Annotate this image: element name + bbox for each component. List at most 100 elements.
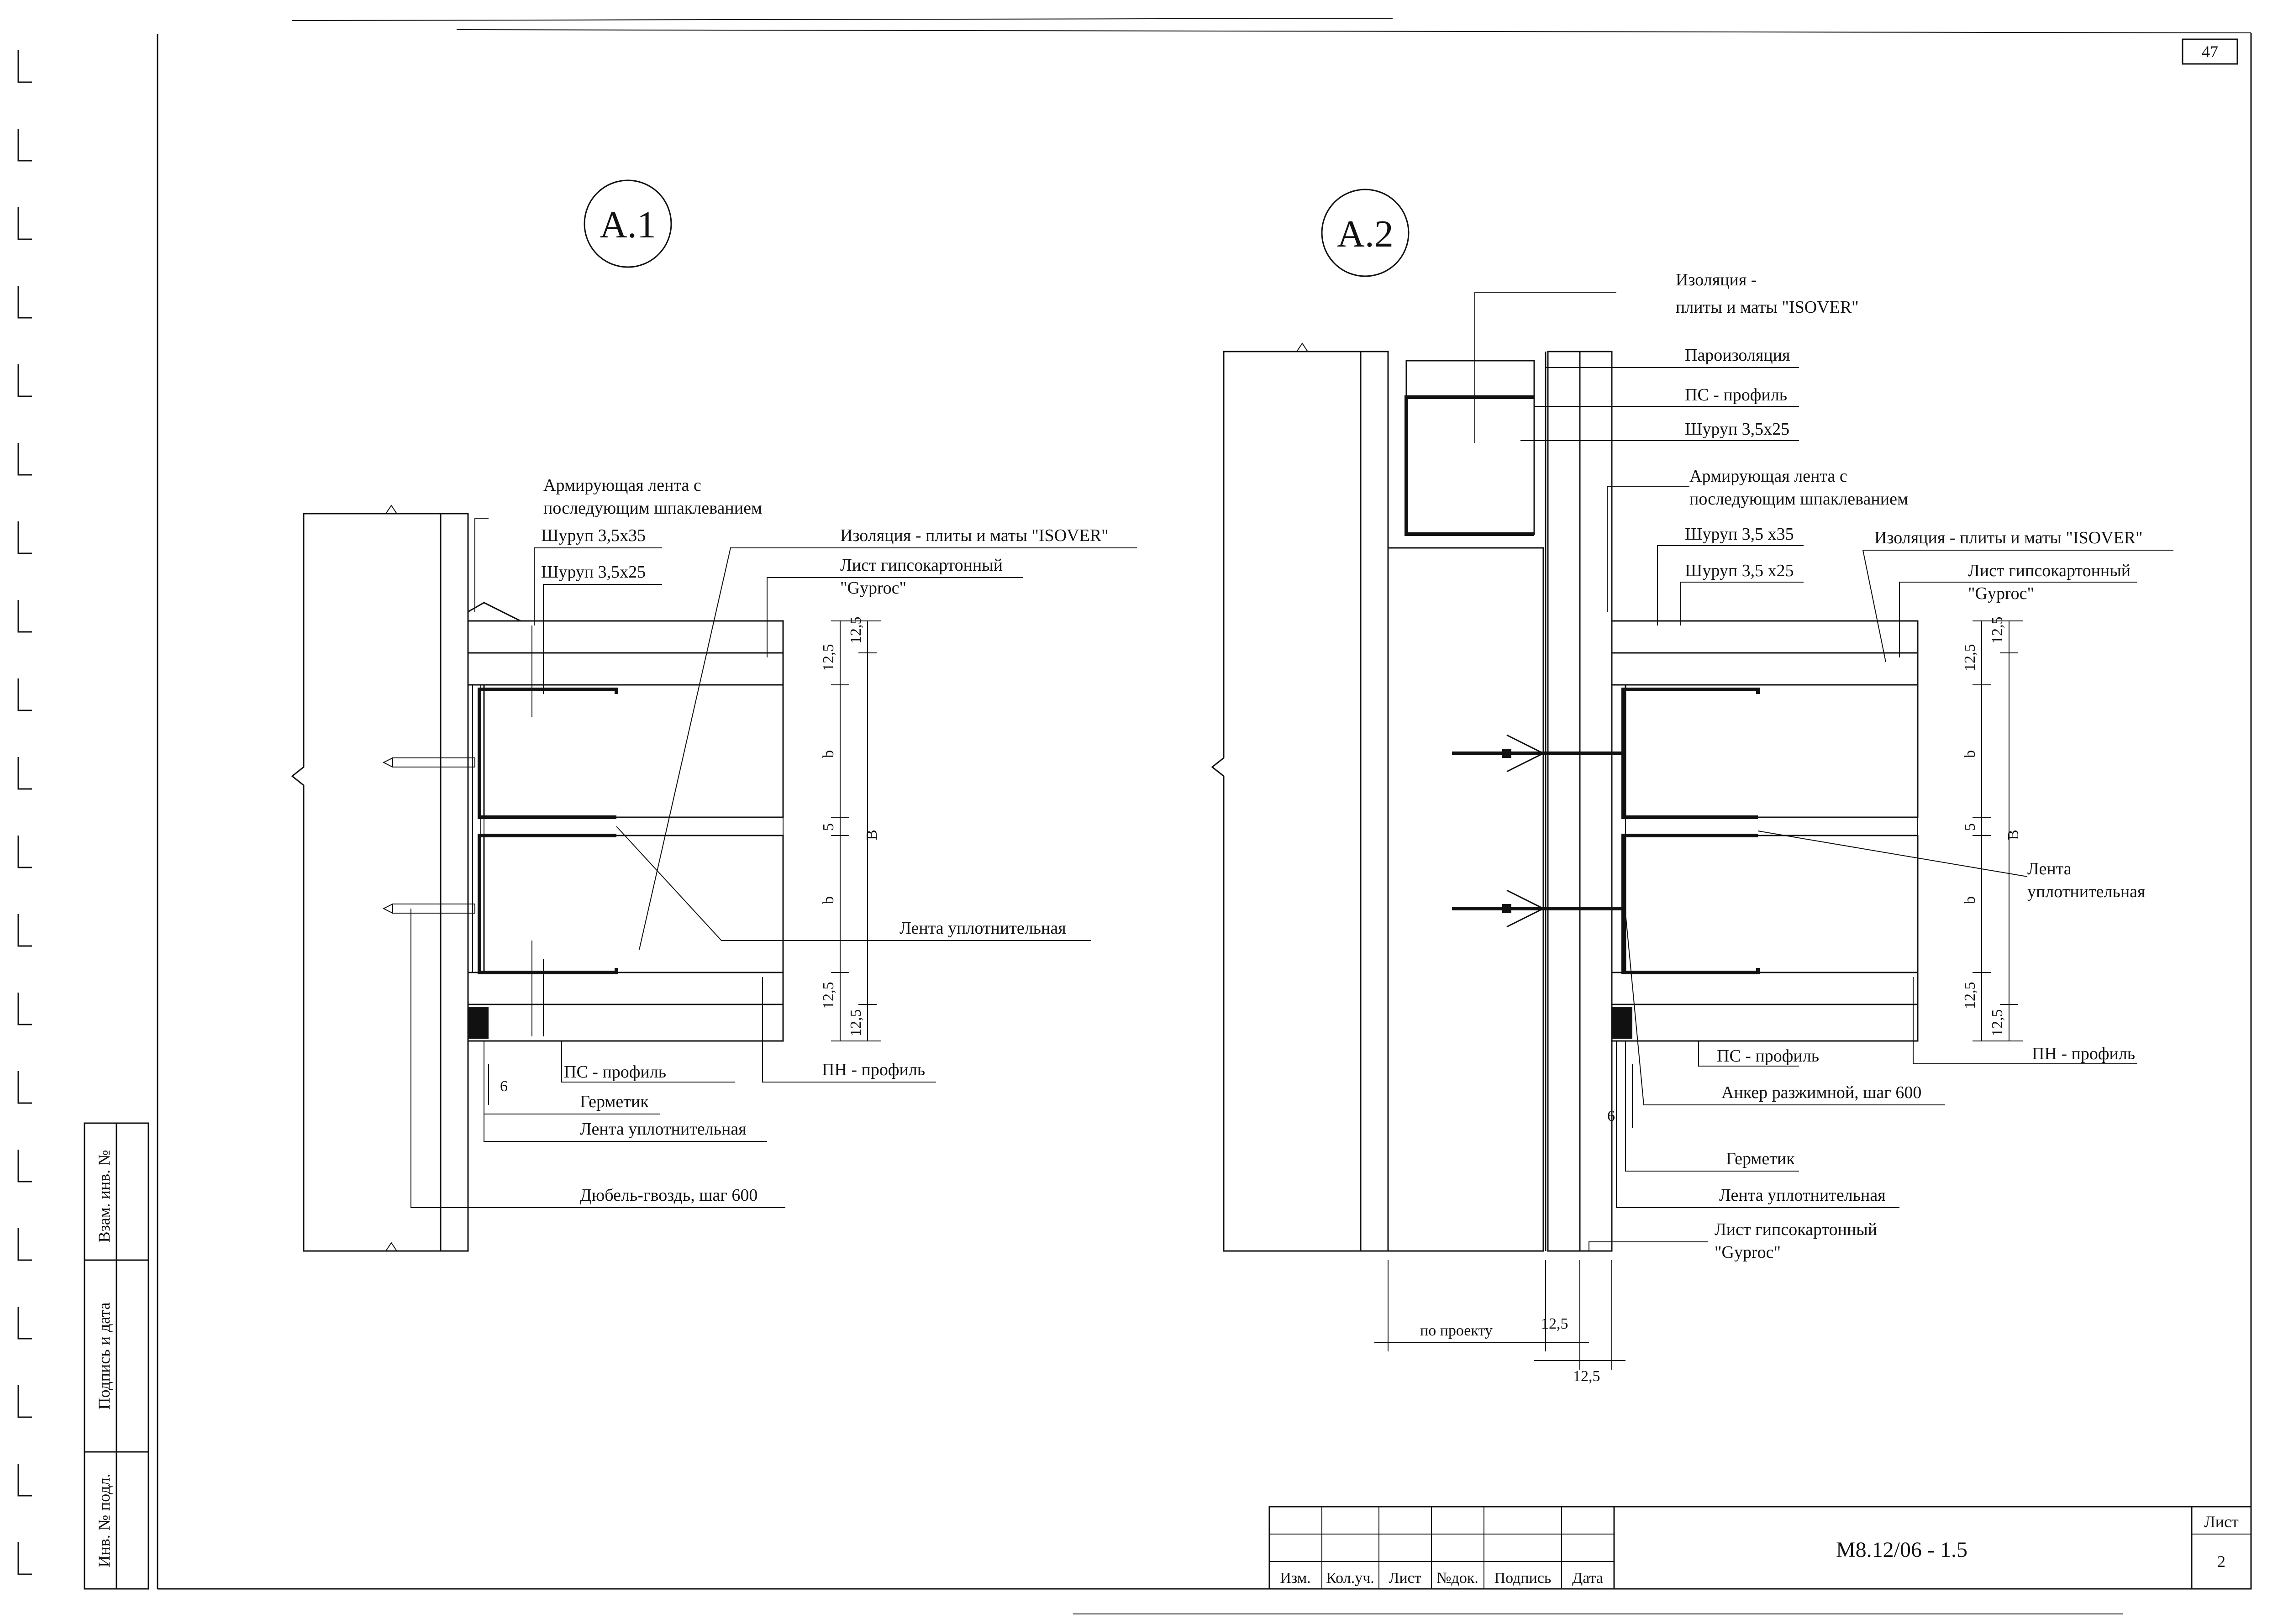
a1-dim-bottom-outer: 12,5 [847, 1009, 864, 1037]
detail-a1: А.1 [291, 179, 1137, 1252]
a2-label-ps-profile: ПС - профиль [1717, 1046, 1819, 1066]
a1-leader-ps-profile [561, 1041, 735, 1083]
a2-dim-bottom-outer: 12,5 [1989, 1009, 2006, 1037]
a2-label-tape-1: Армирующая лента с [1689, 467, 1847, 486]
a1-label-gypsum-2: "Gyproc" [840, 578, 906, 598]
binding-mark [17, 600, 32, 633]
a2-label-pn-profile: ПН - профиль [2032, 1044, 2135, 1063]
a1-leader-insulation [639, 547, 1137, 950]
a1-label-sealant: Герметик [580, 1092, 649, 1111]
a2-middle-strip [1625, 817, 1918, 836]
a2-leader-sealant [1625, 1041, 1799, 1172]
a2-dim-bottom-inner: 12,5 [1962, 982, 1978, 1009]
a1-leader-dowel [410, 909, 785, 1208]
a1-middle-strip [484, 817, 784, 836]
a2-label-sealing-bottom: Лента уплотнительная [1719, 1186, 1886, 1205]
a1-leader-screw25 [543, 584, 662, 625]
a2-leader-sealing-bottom [1616, 1041, 1899, 1208]
a1-insulation-upper [483, 684, 784, 818]
a1-label-screw25: Шуруп 3,5х25 [541, 562, 646, 582]
binding-mark [17, 757, 32, 790]
a1-dowel-upper [382, 757, 475, 767]
a1-masonry-wall [291, 513, 442, 1252]
binding-mark [17, 1307, 32, 1340]
a1-break-mark-top [385, 505, 397, 514]
binding-mark [17, 836, 32, 868]
a2-label-sealant: Герметик [1726, 1149, 1795, 1168]
stamp-col-data: Дата [1572, 1570, 1603, 1587]
a2-gypsum-bottom-outer [1611, 1004, 1919, 1042]
a2-gypsum-bottom-inner [1611, 972, 1919, 1005]
binding-marks [17, 50, 32, 1575]
side-field-block: Взам. инв. № Подпись и дата Инв. № подл. [84, 1122, 149, 1590]
page-number-box [2182, 38, 2238, 65]
a1-label-sealing-tape: Лента уплотнительная [900, 919, 1066, 938]
a2-leader-gypsum [1899, 582, 2137, 657]
a1-ps-profile-lower [478, 834, 618, 974]
detail-a2: А.2 [1211, 189, 2173, 1385]
stamp-col-podpis: Подпись [1494, 1570, 1552, 1587]
a2-leader-tape [1607, 486, 1689, 612]
sheet-label: Лист [2204, 1513, 2239, 1531]
page-number: 47 [2202, 42, 2218, 61]
a1-dim-b-lower: b [820, 896, 837, 904]
binding-mark [17, 443, 32, 476]
a1-insulation-lower [483, 835, 784, 973]
stamp-col-kolych: Кол.уч. [1326, 1570, 1374, 1587]
a1-label-insulation: Изоляция - плиты и маты "ISOVER" [840, 526, 1109, 545]
a2-lining-gypsum-2 [1579, 351, 1613, 1252]
a1-sealant-block [468, 1007, 489, 1039]
a2-label-tape-2: последующим шпаклеванием [1689, 489, 1908, 509]
a2-top-insulation [1405, 360, 1535, 535]
a1-gypsum-bottom-outer [467, 1004, 784, 1042]
sheet-number: 2 [2217, 1552, 2225, 1571]
a2-label-gypsum-b-2: "Gyproc" [1715, 1243, 1781, 1262]
a2-break-mark-top [1296, 342, 1308, 352]
binding-mark [17, 286, 32, 319]
a2-anchor-lower [1452, 889, 1625, 928]
a1-pn-profile [472, 684, 481, 973]
a2-dim-top-outer: 12,5 [1989, 617, 2006, 644]
binding-mark [17, 914, 32, 947]
a2-label-insulation-top-1: Изоляция - [1676, 270, 1757, 289]
a2-gypsum-top-outer [1611, 620, 1919, 654]
a2-dim-six: 6 [1607, 1108, 1615, 1125]
a2-label-anchor: Анкер разжимной, шаг 600 [1721, 1083, 1921, 1102]
a2-leader-screw25 [1680, 582, 1804, 625]
a2-leader-ps-profile [1698, 1041, 1799, 1067]
a1-title-circle [584, 179, 672, 268]
a1-dim-five: 5 [820, 823, 837, 831]
a2-dim-b-lower: b [1962, 896, 1978, 904]
title-block-frame [1268, 1506, 2252, 1590]
a1-dowel-lower [382, 904, 475, 914]
a2-leader-screw35 [1657, 545, 1804, 625]
a2-ps-profile-upper [1621, 688, 1760, 819]
stamp-col-izm: Изм. [1280, 1570, 1311, 1587]
a1-leader-sealing-tape [616, 826, 1091, 941]
a1-leader-sealing-bottom [484, 1041, 767, 1142]
a2-bottom-dimension: по проекту 12,5 12,5 [1374, 1260, 1625, 1385]
a2-dim-five: 5 [1962, 823, 1978, 831]
a1-label-dowel: Дюбель-гвоздь, шаг 600 [580, 1186, 757, 1205]
a2-label-screw35: Шуруп 3,5 х35 [1685, 525, 1794, 544]
a1-leader-pn-profile [762, 977, 936, 1083]
a1-ps-profile-upper [478, 688, 618, 819]
a2-ps-profile-lower [1621, 834, 1760, 974]
a2-leader-insulation-top [1474, 292, 1616, 443]
a2-label-insulation: Изоляция - плиты и маты "ISOVER" [1874, 528, 2143, 547]
a1-gypsum-top-outer [467, 620, 784, 654]
a1-label-tape-1: Армирующая лента с [543, 476, 701, 495]
a2-label-gypsum-2: "Gyproc" [1968, 584, 2034, 603]
a2-sealant-block [1612, 1007, 1632, 1039]
a2-leader-gypsum-bottom [1589, 1241, 1708, 1251]
a1-corner-joint [468, 602, 521, 622]
a2-title: А.2 [1337, 213, 1394, 255]
sheet-frame: 47 [157, 18, 2252, 1614]
a2-label-screw-top: Шуруп 3,5х25 [1685, 420, 1789, 439]
binding-mark [17, 129, 32, 162]
stamp-col-ndok: №док. [1436, 1570, 1478, 1587]
a2-masonry-wall [1211, 351, 1362, 1252]
a1-break-mark-bottom [385, 1242, 397, 1251]
a1-dim-top-outer: 12,5 [847, 617, 864, 644]
